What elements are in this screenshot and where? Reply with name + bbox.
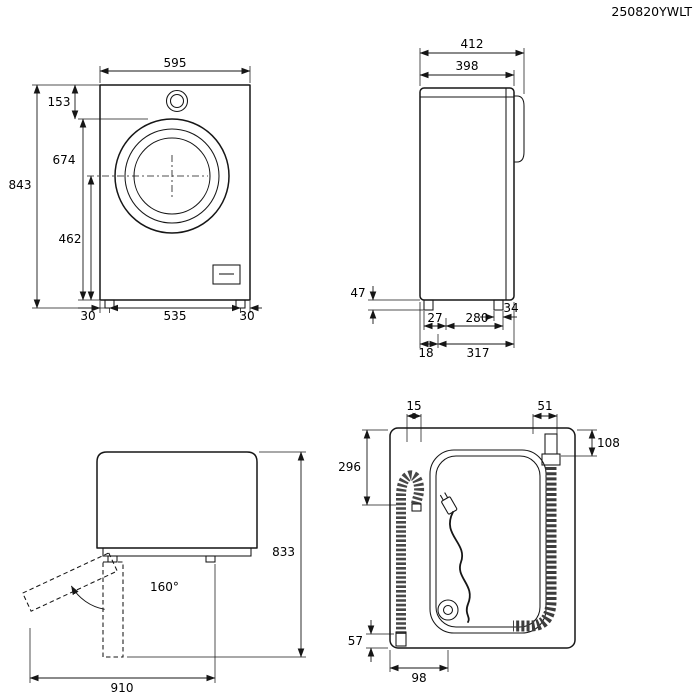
dim-front-door-top: 674 — [53, 153, 76, 167]
front-view: 595 843 153 674 462 30 535 30 — [9, 56, 262, 323]
dim-rear-drain-offset: 15 — [406, 399, 421, 413]
front-dimension-lines — [33, 67, 262, 312]
dim-door-open-angle: 160° — [150, 580, 179, 594]
washer-silhouette — [96, 451, 258, 563]
side-extension-lines — [368, 48, 525, 348]
dim-side-rear-overhang: 18 — [418, 346, 433, 360]
dim-front-width: 595 — [164, 56, 187, 70]
dim-rear-outlet-height: 57 — [348, 634, 363, 648]
side-view: 412 398 47 34 27 280 18 317 — [350, 37, 525, 360]
open-door-positions — [21, 552, 124, 658]
dim-side-depth-body: 398 — [456, 59, 479, 73]
door-view-rear-foot — [205, 555, 216, 563]
door-bulge — [514, 95, 525, 163]
door-inner-ring — [124, 128, 220, 224]
detergent-knob — [165, 89, 189, 113]
side-front-foot — [493, 299, 504, 311]
dim-front-feet-span: 535 — [164, 309, 187, 323]
front-right-foot — [235, 299, 246, 309]
dim-rear-inlet-offset: 51 — [537, 399, 552, 413]
door-extension-lines — [29, 451, 306, 683]
rear-view: 15 51 108 296 57 98 — [338, 399, 620, 685]
front-left-foot — [104, 299, 115, 309]
rear-recess-inner — [435, 455, 541, 628]
drain-hose — [395, 470, 425, 647]
dim-front-foot-right: 30 — [239, 309, 254, 323]
pump-access-circle — [437, 599, 459, 621]
drain-hose-outlet — [395, 631, 407, 647]
dim-front-foot-left: 30 — [80, 309, 95, 323]
drain-hose-end — [411, 503, 422, 512]
dim-side-feet-span: 280 — [466, 311, 489, 325]
side-rear-foot — [423, 299, 434, 311]
dim-front-top-to-door: 153 — [48, 95, 71, 109]
drawing-code: 250820YWLT — [611, 4, 692, 19]
plinth — [102, 547, 252, 557]
door-open-view: 160° 833 910 — [21, 451, 306, 695]
filter-door — [212, 264, 241, 285]
dim-front-door-center: 462 — [59, 232, 82, 246]
rear-dimension-lines — [363, 412, 596, 672]
dim-side-foot-pad: 34 — [503, 301, 518, 315]
dim-side-feet-depth: 317 — [467, 346, 490, 360]
washer-side-outline — [419, 87, 525, 311]
side-dimension-lines — [369, 49, 525, 348]
inlet-hose — [513, 433, 561, 632]
door-outer-ring — [114, 118, 230, 234]
dim-rear-drain-height: 296 — [338, 460, 361, 474]
inlet-connector — [544, 433, 558, 455]
dim-side-front-overhang: 27 — [427, 311, 442, 325]
dim-side-foot-height: 47 — [350, 286, 365, 300]
dim-front-total-height: 843 — [9, 178, 32, 192]
dim-door-height: 833 — [272, 545, 295, 559]
dim-side-depth-total: 412 — [461, 37, 484, 51]
dim-door-open-depth: 910 — [111, 681, 134, 695]
door-dimension-lines — [29, 451, 305, 682]
door-swing-arc — [71, 585, 105, 610]
dim-rear-outlet-offset: 98 — [411, 671, 426, 685]
power-plug — [439, 492, 458, 515]
washer-front-outline — [87, 84, 251, 309]
dim-rear-inlet-drop: 108 — [597, 436, 620, 450]
power-cord — [439, 492, 471, 623]
inlet-connector-nut — [541, 453, 561, 466]
